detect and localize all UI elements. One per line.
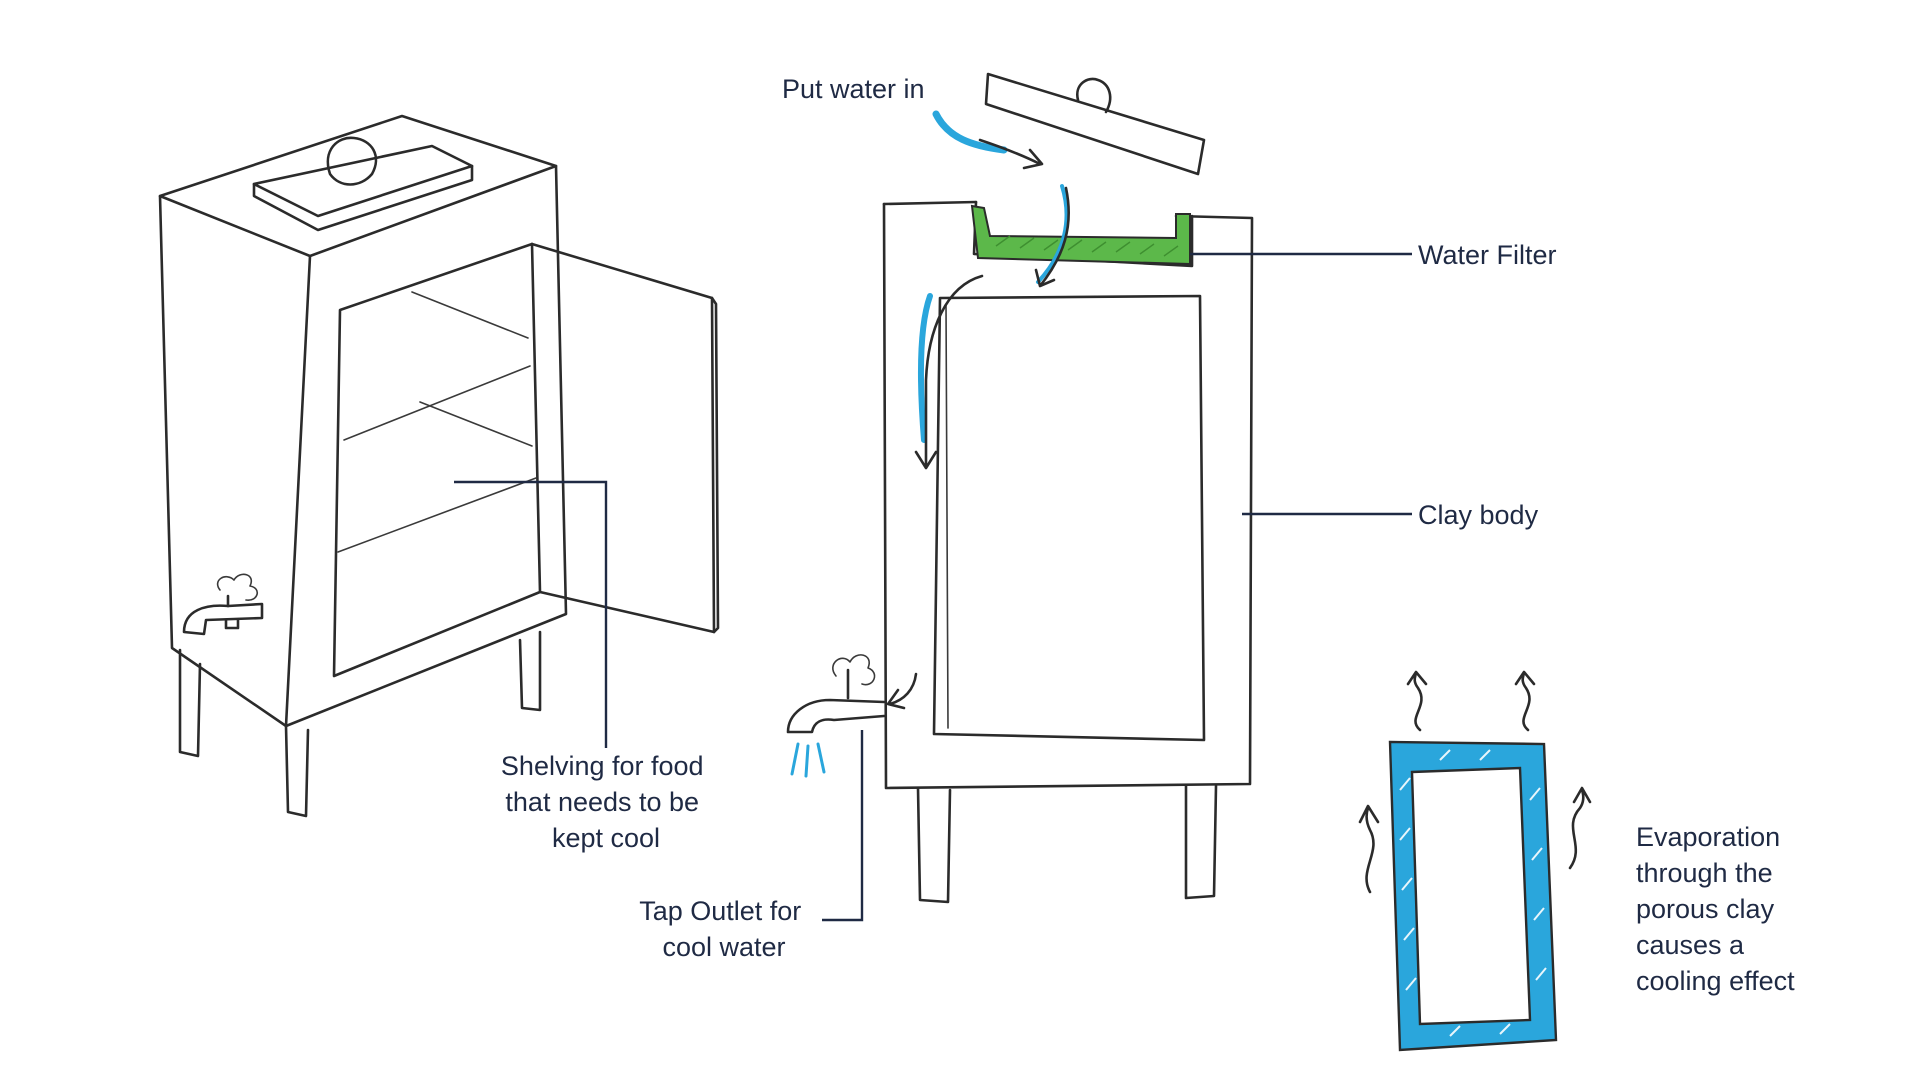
label-shelving-line-2: that needs to be (505, 787, 699, 817)
flow-arrows (886, 138, 1070, 710)
label-evaporation-line-2: through the (1636, 858, 1773, 888)
label-tap-outlet-line-2: cool water (662, 932, 785, 962)
leader-lines (454, 252, 1412, 922)
label-evaporation: Evaporation through the porous clay caus… (1636, 822, 1795, 996)
evaporation-wall-inset (1358, 670, 1592, 1052)
cooler-cross-section (786, 72, 1254, 904)
water-filter-shape (970, 204, 1191, 266)
label-evaporation-line-5: cooling effect (1636, 966, 1795, 996)
label-evaporation-line-3: porous clay (1636, 894, 1775, 924)
label-clay-body: Clay body (1418, 500, 1539, 530)
label-shelving-line-3: kept cool (552, 823, 660, 853)
label-water-filter: Water Filter (1418, 240, 1557, 270)
label-put-water-in: Put water in (782, 74, 925, 104)
label-tap-outlet: Tap Outlet for cool water (639, 896, 809, 962)
label-evaporation-line-4: causes a (1636, 930, 1745, 960)
water-flow-strokes (790, 110, 1069, 778)
label-shelving: Shelving for food that needs to be kept … (501, 751, 711, 853)
cabinet-perspective-sketch (158, 114, 720, 818)
label-tap-outlet-line-1: Tap Outlet for (639, 896, 801, 926)
label-evaporation-line-1: Evaporation (1636, 822, 1780, 852)
label-shelving-line-1: Shelving for food (501, 751, 704, 781)
